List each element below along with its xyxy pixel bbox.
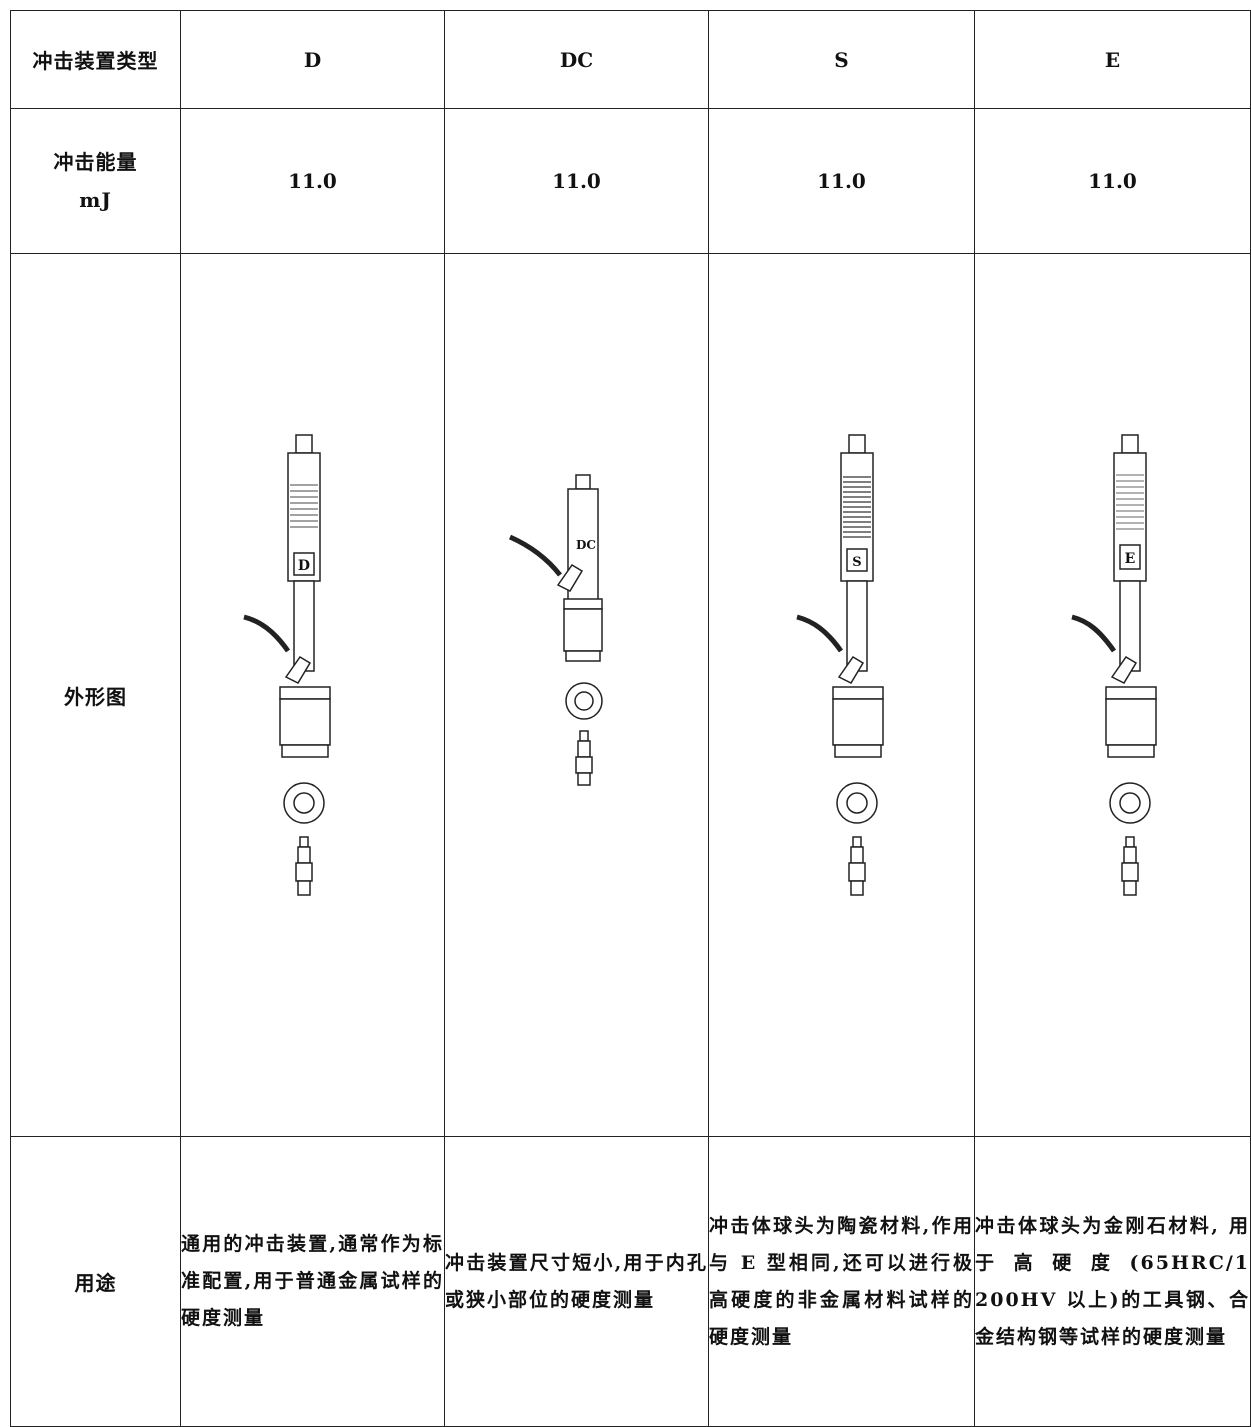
- use-cell-s: 冲击体球头为陶瓷材料,作用与 E 型相同,还可以进行极高硬度的非金属材料试样的硬…: [708, 1136, 975, 1427]
- figure-cell-d: D: [180, 253, 445, 1137]
- use-cell-d: 通用的冲击装置,通常作为标准配置,用于普通金属试样的硬度测量: [180, 1136, 445, 1427]
- impact-device-s-illustration: S: [795, 434, 884, 896]
- energy-unit-text: mJ: [79, 188, 112, 212]
- type-cell-d: D: [180, 10, 445, 109]
- row-label-energy: 冲击能量 mJ: [10, 108, 181, 254]
- type-cell-e: E: [974, 10, 1251, 109]
- type-row: 冲击装置类型 D DC S E: [10, 10, 1251, 109]
- impact-device-dc-illustration: DC: [508, 474, 603, 786]
- energy-cell-s: 11.0: [708, 108, 975, 254]
- device-label-s: S: [852, 555, 861, 570]
- figure-cell-e: E: [974, 253, 1251, 1137]
- figure-cell-s: S: [708, 253, 975, 1137]
- row-label-figure: 外形图: [10, 253, 181, 1137]
- energy-cell-dc: 11.0: [444, 108, 709, 254]
- figure-cell-dc: DC: [444, 253, 709, 1137]
- figure-row: 外形图: [10, 253, 1251, 1137]
- impact-device-d-illustration: D: [242, 434, 331, 896]
- use-cell-e: 冲击体球头为金刚石材料, 用于高硬度(65HRC/1 200HV 以上)的工具钢…: [974, 1136, 1251, 1427]
- type-cell-dc: DC: [444, 10, 709, 109]
- row-label-use: 用途: [10, 1136, 181, 1427]
- impact-device-e-illustration: E: [1070, 434, 1157, 896]
- use-cell-dc: 冲击装置尺寸短小,用于内孔或狭小部位的硬度测量: [444, 1136, 709, 1427]
- device-label-d: D: [297, 558, 309, 574]
- device-label-dc: DC: [576, 538, 596, 552]
- energy-cell-e: 11.0: [974, 108, 1251, 254]
- energy-row: 冲击能量 mJ 11.0 11.0 11.0 11.0: [10, 108, 1251, 254]
- use-row: 用途 通用的冲击装置,通常作为标准配置,用于普通金属试样的硬度测量 冲击装置尺寸…: [10, 1136, 1251, 1427]
- row-label-type: 冲击装置类型: [10, 10, 181, 109]
- energy-cell-d: 11.0: [180, 108, 445, 254]
- type-cell-s: S: [708, 10, 975, 109]
- device-label-e: E: [1124, 551, 1135, 567]
- energy-label-text: 冲击能量: [53, 150, 138, 174]
- impact-device-table: 冲击装置类型 D DC S E 冲击能量 mJ 11.0 11.0 11.0 1…: [10, 10, 1251, 1427]
